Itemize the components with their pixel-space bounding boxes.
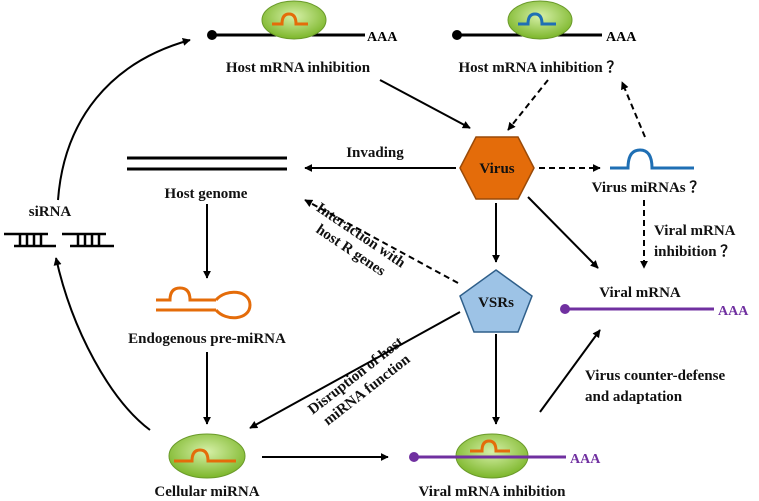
poly-a-tail: AAA [718,304,749,319]
invading-label: Invading [346,145,404,161]
virus-mirna-icon [518,12,556,26]
viral-mrna-label: Viral mRNA [599,285,681,301]
viral-mrna-inhibition-q-label-1: Viral mRNA [654,223,736,239]
virus-mirnas-node: Virus miRNAs ？ [592,148,705,196]
host-genome-label: Host genome [165,186,248,202]
host-mrna-inhibition-label: Host mRNA inhibition [226,60,371,76]
poly-a-tail: AAA [606,30,637,45]
poly-a-tail: AAA [570,452,601,467]
host-genome-node: Host genome [127,156,287,202]
arrow-virus-mirnas-to-host-inhibition [621,81,646,138]
mrna-cap-icon [452,30,462,40]
host-mrna-inhibition-node: AAA Host mRNA inhibition [207,0,398,76]
arrow-host-inhibition-to-virus [379,79,471,129]
arrow-vsrs-to-host-genome [304,199,459,284]
disruption-label: Disruption of host miRNA function [305,334,414,429]
virus-node: Virus [459,136,535,200]
viral-mrna-inhibition-label: Viral mRNA inhibition [419,484,567,500]
arrow-cellular-mirna-to-sirna [53,257,151,431]
viral-mrna-node: AAA Viral mRNA [560,285,749,319]
sirna-node: siRNA [4,204,114,248]
host-mrna-inhibition-q-label: Host mRNA inhibition ？ [459,59,622,76]
arrow-sirna-to-host-inhibition [57,38,191,201]
arrow-viral-inhibition-to-viral-mrna [539,329,601,413]
viral-mrna-inhibition-node: AAA Viral mRNA inhibition [409,433,601,500]
vsrs-node: VSRs [459,269,533,333]
cellular-mirna-label: Cellular miRNA [154,484,259,500]
virus-mirna-icon [610,148,694,170]
mrna-cap-icon [560,304,570,314]
virus-mirnas-label: Virus miRNAs ？ [592,179,705,196]
viral-mrna-inhibition-q-label-2: inhibition ？ [654,243,735,260]
interaction-label: Interaction with host R genes [313,200,409,280]
mrna-cap-icon [207,30,217,40]
cellular-mirna-node: Cellular miRNA [154,433,260,500]
host-mirna-icon [272,12,308,26]
endogenous-pre-mirna-label: Endogenous pre-miRNA [128,331,286,347]
pre-mirna-hairpin-icon [156,286,216,302]
counter-defense-label-1: Virus counter-defense [585,368,725,384]
arrow-vsrs-to-cellular-mirna [249,311,461,429]
ribosome-icon [507,0,573,40]
sirna-duplex-icon [4,232,114,248]
host-mrna-inhibition-q-node: AAA Host mRNA inhibition ？ [452,0,637,76]
virus-label: Virus [479,161,514,177]
arrow-virus-to-viral-mrna [527,196,599,269]
arrow-host-inhibition-q-to-virus [507,79,549,131]
host-mirna-icon [470,439,510,453]
sirna-label: siRNA [29,204,72,220]
vsrs-label: VSRs [478,295,514,311]
poly-a-tail: AAA [367,30,398,45]
ribosome-icon [261,0,327,40]
counter-defense-label-2: and adaptation [585,389,683,405]
endogenous-pre-mirna-node: Endogenous pre-miRNA [128,286,286,347]
vsrs-pentagon [459,269,533,333]
mrna-cap-icon [409,452,419,462]
host-mirna-icon [174,448,236,463]
virus-hexagon [459,136,535,200]
